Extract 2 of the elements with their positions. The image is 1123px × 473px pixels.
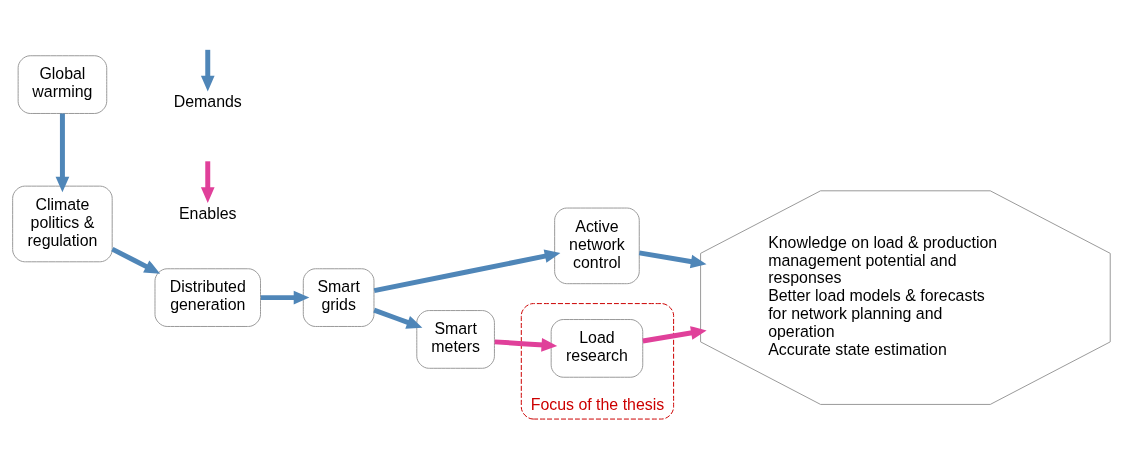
legend-label: Enables bbox=[179, 204, 237, 222]
legend-label: Demands bbox=[173, 93, 242, 111]
